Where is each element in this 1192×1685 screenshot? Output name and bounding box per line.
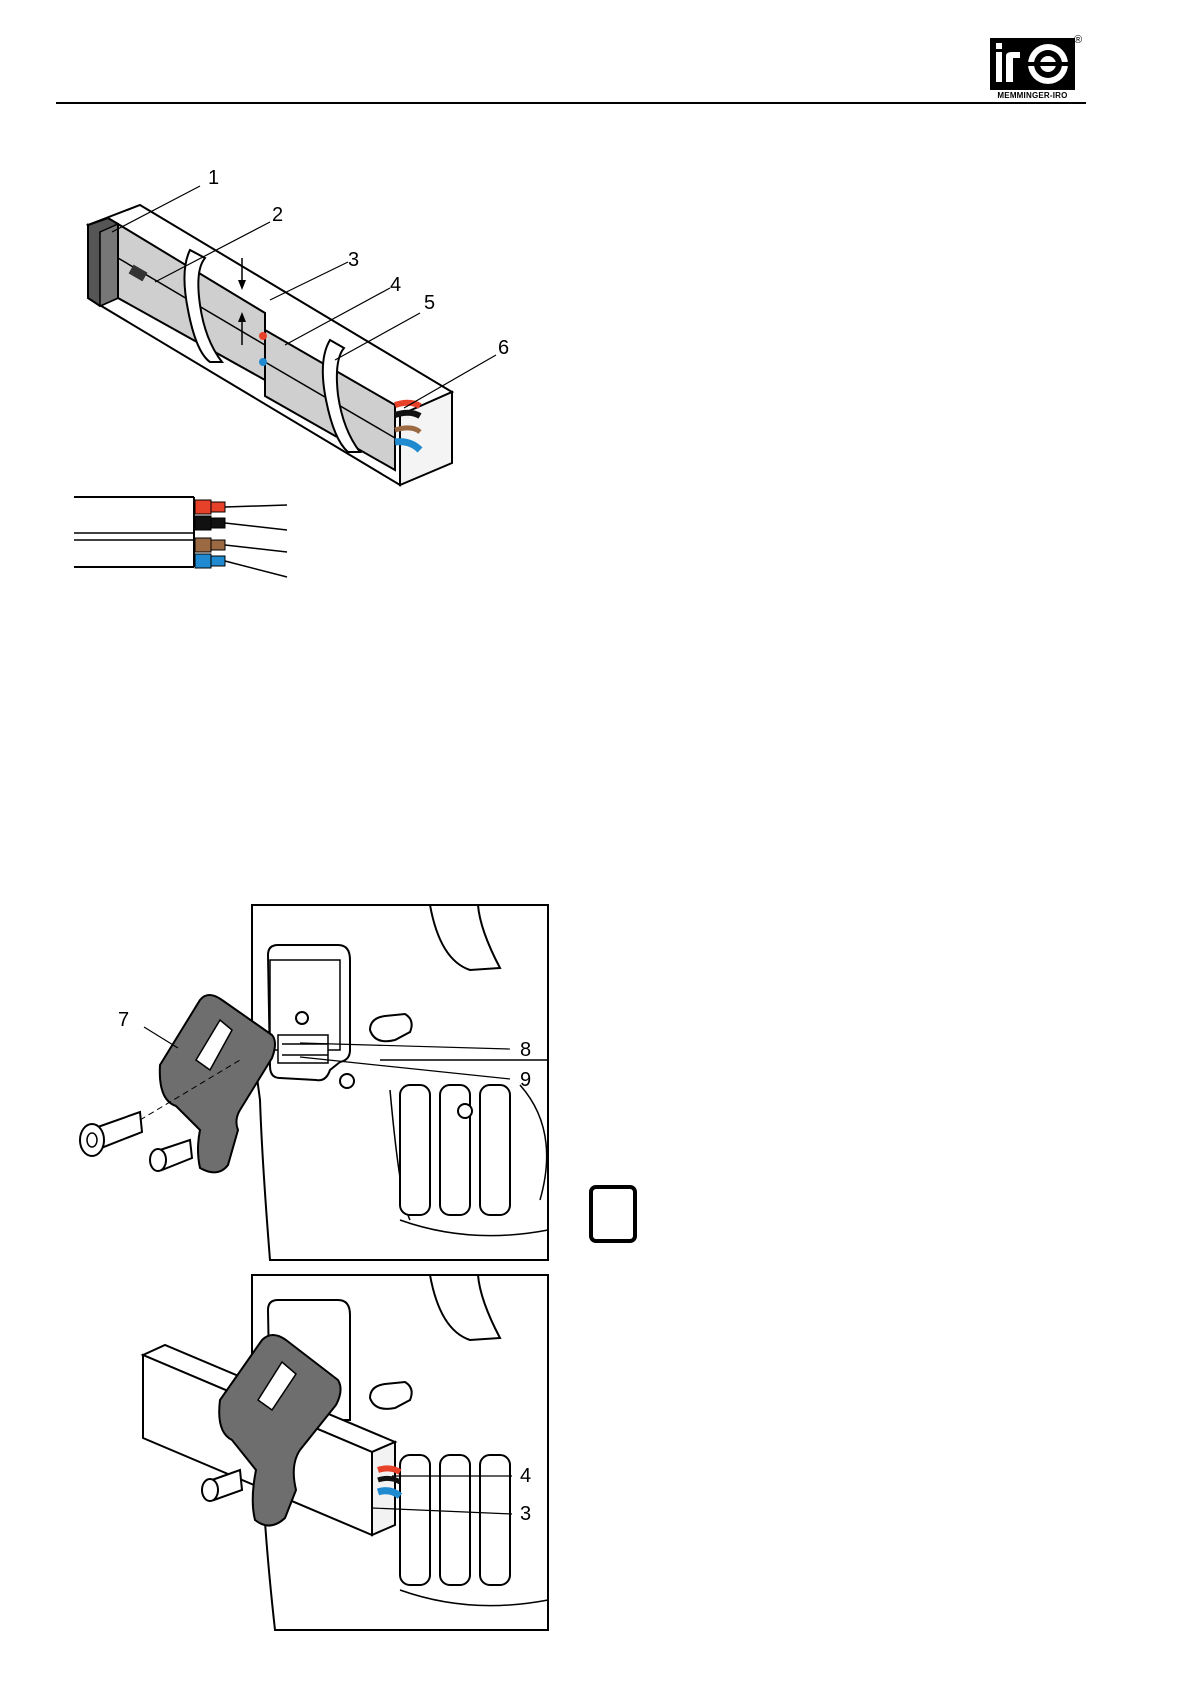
callout-3-mounted: 3 (520, 1504, 531, 1524)
callout-4-mounted: 4 (520, 1466, 531, 1486)
